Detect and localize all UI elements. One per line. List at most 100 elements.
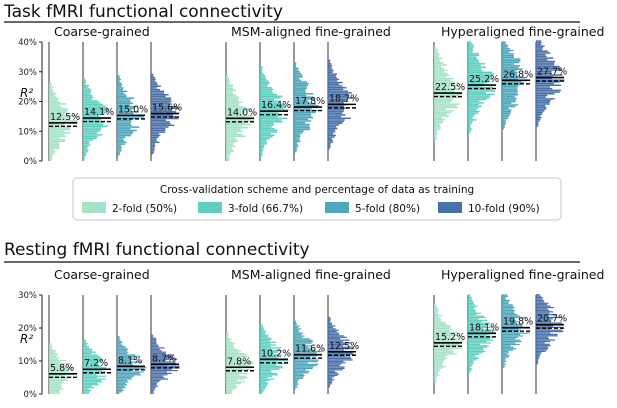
histogram-bin	[226, 113, 243, 115]
histogram-bin	[83, 123, 103, 126]
histogram-bin	[117, 92, 124, 94]
histogram-bin	[226, 389, 232, 391]
histogram-bin	[49, 91, 54, 93]
histogram-bin	[117, 80, 120, 82]
histogram-bin	[328, 370, 335, 372]
histogram-bin	[260, 371, 272, 373]
histogram-bin	[536, 302, 549, 304]
histogram-bin	[226, 377, 249, 379]
histogram-bin	[151, 374, 168, 376]
histogram-bin	[117, 138, 124, 140]
histogram-bin	[294, 142, 298, 144]
histogram-bin	[226, 132, 238, 134]
histogram-bin	[328, 353, 355, 355]
histogram-bin	[226, 149, 234, 151]
histogram-bin	[260, 382, 269, 384]
histogram-bin	[434, 82, 456, 85]
histogram-bin	[83, 389, 91, 391]
histogram-bin	[502, 112, 511, 115]
histogram-bin	[294, 369, 306, 371]
histogram-bin	[260, 129, 278, 132]
histogram-bin	[117, 343, 121, 345]
histogram-bin	[468, 52, 479, 55]
histogram-bin	[468, 54, 480, 57]
histogram-bin	[468, 68, 481, 70]
histogram-bin	[434, 357, 448, 359]
histogram-bin	[83, 361, 100, 363]
histogram-bin	[434, 111, 451, 114]
histogram-bin	[294, 74, 303, 76]
histogram-bin	[468, 132, 470, 135]
histogram-bin	[536, 294, 540, 296]
histogram-bin	[328, 136, 335, 138]
histogram-bin	[260, 367, 283, 369]
histogram-bin	[226, 374, 240, 376]
histogram-bin	[117, 344, 123, 346]
histogram-bin	[468, 63, 485, 65]
histogram-bin	[434, 327, 451, 330]
histogram-bin	[83, 98, 92, 100]
histogram-bin	[83, 375, 107, 377]
histogram-bin	[328, 339, 350, 341]
histogram-bin	[468, 112, 479, 114]
histogram-bin	[83, 115, 100, 117]
histogram-bin	[83, 350, 92, 352]
histogram-bin	[434, 130, 438, 133]
histogram-bin	[117, 139, 125, 142]
histogram-bin	[502, 51, 510, 54]
mean-value-label: 11.6%	[295, 344, 325, 355]
histogram-bin	[536, 297, 543, 299]
histogram-bin	[294, 132, 303, 134]
histogram-bin	[536, 47, 543, 49]
histogram-bin	[226, 159, 230, 161]
histogram-bin	[434, 54, 440, 56]
histogram-bin	[434, 317, 441, 320]
histogram-bin	[49, 98, 59, 100]
histogram-bin	[294, 99, 308, 102]
histogram-bin	[294, 149, 298, 151]
histogram-bin	[83, 130, 100, 133]
histogram-bin	[260, 117, 288, 120]
histogram-bin	[294, 375, 305, 377]
histogram-bin	[468, 340, 487, 343]
histogram-bin	[260, 136, 273, 138]
histogram-bin	[260, 369, 272, 372]
histogram-bin	[502, 318, 516, 320]
histogram-bin	[328, 366, 345, 368]
histogram-bin	[434, 366, 447, 368]
histogram-bin	[83, 146, 89, 148]
histogram-bin	[294, 325, 300, 327]
histogram-bin	[151, 73, 154, 76]
histogram-bin	[502, 111, 511, 113]
histogram-bin	[468, 81, 488, 84]
histogram-bin	[328, 359, 353, 361]
histogram-bin	[294, 69, 299, 71]
histogram-bin	[434, 336, 451, 338]
histogram-bin	[226, 375, 247, 377]
histogram-bin	[49, 150, 56, 153]
histogram-bin	[260, 345, 271, 348]
histogram-bin	[468, 51, 473, 53]
histogram-bin	[226, 358, 240, 360]
histogram-bin	[260, 333, 265, 335]
histogram-bin	[468, 328, 484, 330]
histogram-bin	[294, 333, 302, 336]
histogram-bin	[294, 350, 322, 353]
histogram-bin	[502, 328, 519, 330]
histogram-bin	[434, 91, 455, 93]
histogram-bin	[294, 348, 313, 350]
histogram-bin	[536, 350, 546, 352]
histogram-bin	[151, 109, 172, 111]
histogram-bin	[49, 343, 52, 345]
legend-swatch	[82, 202, 106, 213]
histogram-bin	[536, 340, 551, 343]
histogram-bin	[83, 377, 98, 379]
histogram-bin	[117, 362, 132, 365]
histogram-bin	[434, 122, 443, 124]
histogram-bin	[49, 368, 73, 370]
histogram-bin	[468, 304, 475, 306]
histogram-bin	[328, 102, 344, 104]
histogram-bin	[434, 344, 460, 347]
histogram-bin	[49, 140, 65, 143]
histogram-bin	[536, 62, 555, 64]
